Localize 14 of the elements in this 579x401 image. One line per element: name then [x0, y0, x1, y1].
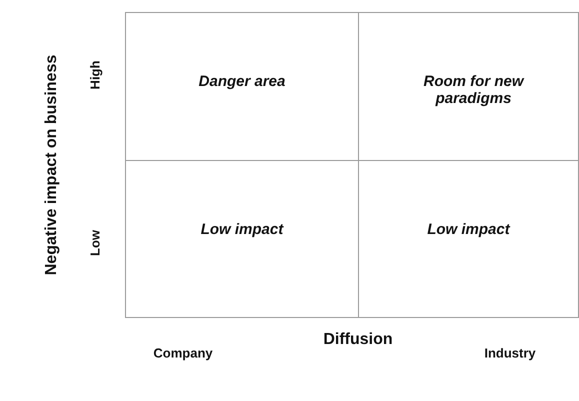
- axis-tick-label: Low: [88, 230, 102, 256]
- matrix-quadrant: [358, 12, 579, 161]
- quadrant-label: Low impact: [200, 221, 285, 238]
- axis-tick-label: High: [88, 60, 102, 90]
- matrix-quadrant: [125, 160, 359, 318]
- axis-title: Negative impact on business: [43, 54, 61, 276]
- axis-tick-label: Industry: [484, 346, 536, 360]
- matrix-quadrant: [125, 12, 359, 161]
- quadrant-label: Room for new paradigms: [422, 73, 526, 107]
- axis-tick-label: Company: [153, 346, 213, 360]
- matrix-quadrant: [358, 160, 579, 318]
- axis-title: Diffusion: [323, 331, 393, 349]
- quadrant-label: Low impact: [426, 221, 512, 238]
- quadrant-label: Danger area: [198, 73, 286, 90]
